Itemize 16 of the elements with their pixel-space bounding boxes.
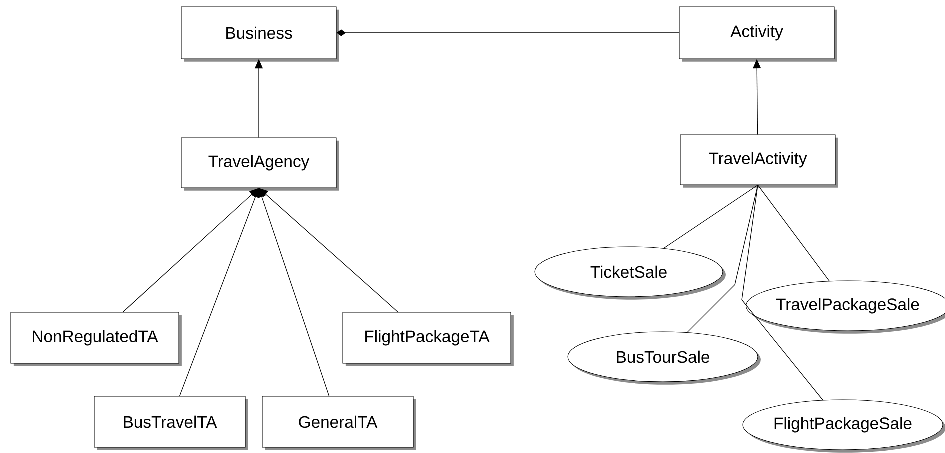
class-box: Business — [181, 6, 340, 62]
line — [664, 184, 758, 249]
class-box: GeneralTA — [262, 396, 416, 450]
class-box: BusTravelTA — [94, 396, 248, 450]
class-box: TravelActivity — [680, 134, 838, 188]
line — [742, 184, 824, 401]
ellipse-node: TicketSale — [534, 246, 726, 300]
ellipse-node: BusTourSale — [568, 332, 761, 385]
class-box: NonRegulatedTA — [10, 312, 182, 366]
ellipse-node: TravelPackageSale — [746, 280, 945, 334]
line — [687, 184, 758, 333]
class-box: TravelAgency — [181, 138, 340, 191]
line — [758, 184, 830, 282]
class-box: Activity — [679, 6, 838, 62]
ellipse-node: FlightPackageSale — [742, 400, 945, 453]
class-box: FlightPackageTA — [342, 312, 514, 366]
